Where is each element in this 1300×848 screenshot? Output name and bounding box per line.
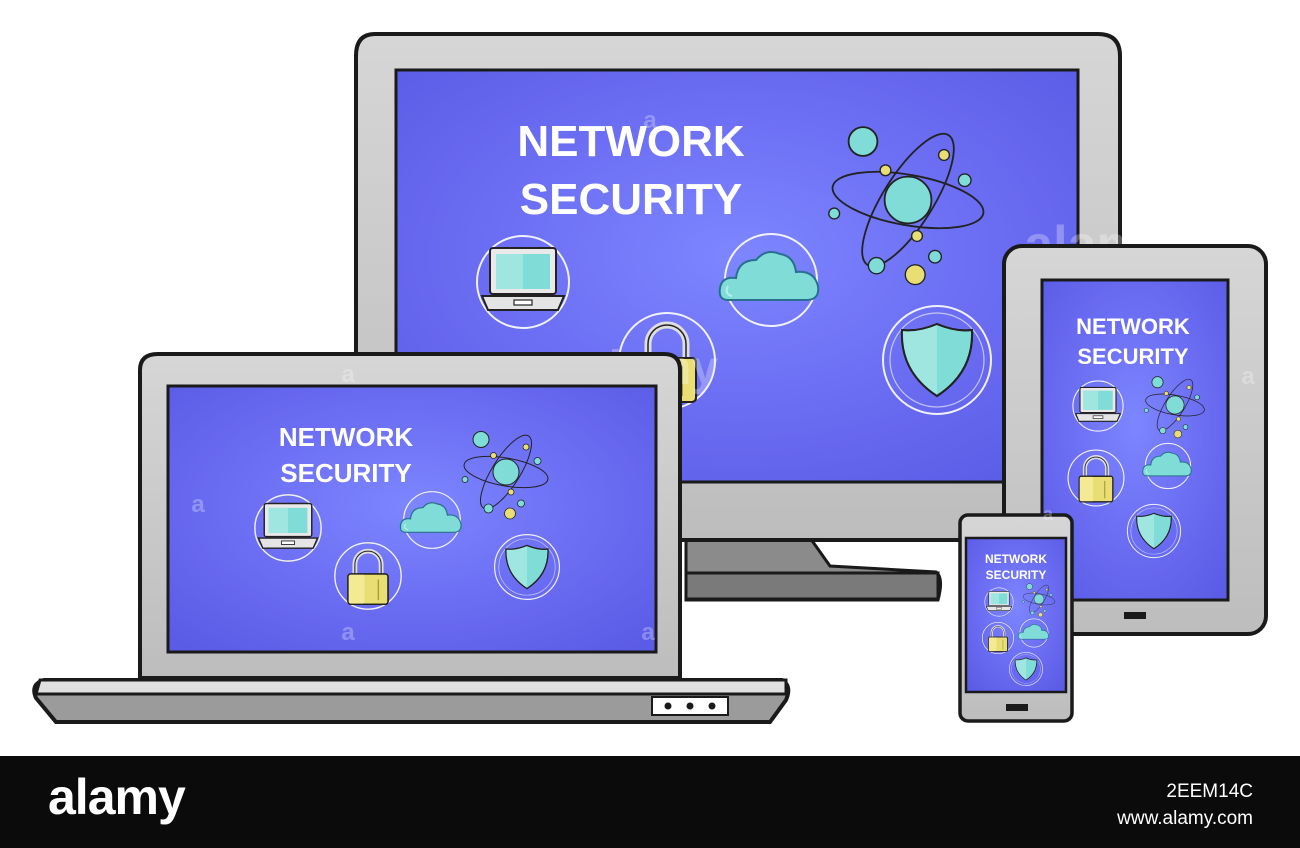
phone-home-button bbox=[1006, 704, 1028, 711]
image-id: 2EEM14C bbox=[1166, 781, 1253, 802]
watermark-mark: a bbox=[341, 361, 355, 388]
devices-illustration: NETWORK SECURITY alamy alamy a NETWORK S… bbox=[32, 32, 1268, 724]
watermark-mark: a bbox=[641, 619, 655, 646]
tablet-title-line1: NETWORK bbox=[1076, 314, 1190, 339]
watermark-mark: a bbox=[1241, 363, 1255, 390]
stock-footer-bar: alamy 2EEM14C www.alamy.com bbox=[0, 756, 1300, 848]
watermark-mark: a bbox=[643, 107, 657, 134]
monitor-title-line2: SECURITY bbox=[520, 175, 742, 224]
phone-title-line1: NETWORK bbox=[985, 552, 1047, 566]
site-url: www.alamy.com bbox=[1117, 808, 1253, 829]
laptop-title-line1: NETWORK bbox=[279, 422, 414, 452]
laptop-title-line2: SECURITY bbox=[280, 458, 411, 488]
watermark-mark: a bbox=[1043, 504, 1054, 524]
tablet-title-line2: SECURITY bbox=[1077, 344, 1189, 369]
alamy-logo: alamy bbox=[48, 769, 186, 825]
watermark-mark: a bbox=[191, 491, 205, 518]
phone-title-line2: SECURITY bbox=[986, 568, 1047, 582]
monitor-title-line1: NETWORK bbox=[517, 117, 745, 166]
tablet-home-button bbox=[1124, 612, 1146, 619]
laptop-device: NETWORK SECURITY a a a a bbox=[32, 352, 791, 724]
watermark-mark: a bbox=[341, 619, 355, 646]
smartphone-device: NETWORK SECURITY a bbox=[958, 504, 1074, 723]
